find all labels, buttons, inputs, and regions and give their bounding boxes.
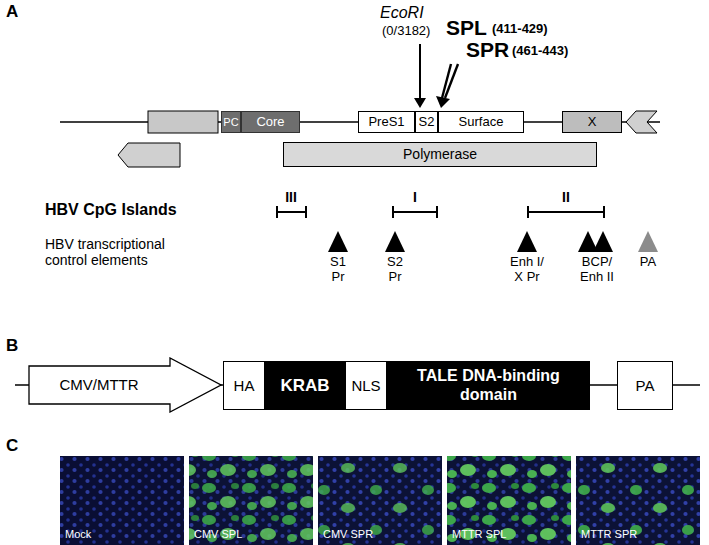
element-name: PA xyxy=(640,255,656,270)
site-name: EcoRI xyxy=(380,4,424,22)
tale-site-name: SPL xyxy=(446,16,487,40)
box-label: S2 xyxy=(419,115,435,130)
track-title: HBV CpG Islands xyxy=(45,201,177,219)
cpg-bracket xyxy=(528,206,604,218)
arrow-outline xyxy=(29,358,221,412)
micrograph xyxy=(60,456,184,545)
box-label: Polymerase xyxy=(403,146,477,162)
figure-part xyxy=(576,456,700,545)
orf-box: S2 xyxy=(415,111,438,133)
orf-chevron xyxy=(626,111,657,133)
tale-site-name: SPR xyxy=(466,38,509,62)
domain-box: KRAB xyxy=(265,361,345,410)
orf-box: Core xyxy=(241,111,300,133)
box-label: CMV/MTTR xyxy=(32,376,166,393)
orf-box: PC xyxy=(221,111,241,133)
box-label: NLS xyxy=(351,377,380,394)
box-label: X xyxy=(588,115,597,130)
site-position: (411-429) xyxy=(492,22,548,37)
island-number: III xyxy=(285,189,297,205)
element-name: S2 Pr xyxy=(382,255,408,285)
box-label: HA xyxy=(234,377,255,394)
figure-part xyxy=(576,456,700,545)
figure-part xyxy=(318,456,442,545)
panel-label: CMV SPR xyxy=(323,528,373,541)
domain-box: NLS xyxy=(345,361,387,410)
micrograph-panel: MTTR SPL xyxy=(447,456,571,545)
orf-chevron xyxy=(118,143,180,167)
box-label: TALE DNA-binding domain xyxy=(396,367,581,404)
site-position: (461-443) xyxy=(512,44,568,59)
arrow-head xyxy=(414,98,426,108)
track-title: HBV transcriptional control elements xyxy=(45,236,190,268)
figure-part xyxy=(189,456,313,545)
box-label: PA xyxy=(636,377,655,394)
element-name: BCP/ Enh II xyxy=(575,255,619,285)
micrograph xyxy=(576,456,700,545)
orf-box: X xyxy=(562,111,622,133)
domain-box: PA xyxy=(617,361,673,410)
figure-part xyxy=(189,456,313,545)
element-triangle xyxy=(385,231,405,252)
element-name: S1 Pr xyxy=(325,255,351,285)
micrograph xyxy=(189,456,313,545)
panel-label: MTTR SPR xyxy=(581,528,637,541)
island-number: II xyxy=(562,189,570,205)
arrow-head xyxy=(436,96,450,108)
figure-part xyxy=(447,456,571,545)
panel-letter: A xyxy=(6,2,18,22)
micrograph-panel: MTTR SPR xyxy=(576,456,700,545)
element-triangle xyxy=(638,231,658,252)
box-label: PC xyxy=(223,116,238,129)
figure-part xyxy=(447,456,571,545)
micrograph-panel: CMV SPR xyxy=(318,456,442,545)
box-label: PreS1 xyxy=(368,115,404,130)
figure-part xyxy=(447,456,571,545)
panel-label: Mock xyxy=(65,528,91,541)
element-triangle xyxy=(328,231,348,252)
orf-box: Surface xyxy=(438,111,524,133)
box-label: Core xyxy=(256,115,284,130)
island-number: I xyxy=(413,189,417,205)
orf-box: PreS1 xyxy=(358,111,415,133)
cpg-bracket xyxy=(277,206,306,218)
promoter-arrow: CMV/MTTR xyxy=(28,357,222,413)
element-triangle xyxy=(517,231,537,252)
site-position: (0/3182) xyxy=(382,24,430,39)
panel-label: MTTR SPL xyxy=(452,528,506,541)
figure-part xyxy=(60,456,184,545)
figure-part xyxy=(576,456,700,545)
box-label: KRAB xyxy=(280,376,329,396)
site-arrow xyxy=(445,64,458,98)
figure-part xyxy=(318,456,442,545)
cpg-bracket xyxy=(393,206,437,218)
micrograph xyxy=(447,456,571,545)
domain-box: HA xyxy=(223,361,265,410)
figure-part xyxy=(60,456,184,545)
box-label: Surface xyxy=(459,115,504,130)
grey-orf-box xyxy=(148,111,218,133)
element-triangle xyxy=(593,231,613,252)
element-name: Enh I/ X Pr xyxy=(506,255,548,285)
micrograph-panel: CMV SPL xyxy=(189,456,313,545)
micrograph-panel: Mock xyxy=(60,456,184,545)
panel-letter: B xyxy=(6,336,18,356)
orf-box: Polymerase xyxy=(283,142,597,167)
panel-label: CMV SPL xyxy=(194,528,242,541)
panel-letter: C xyxy=(6,436,18,456)
micrograph xyxy=(318,456,442,545)
figure-part xyxy=(318,456,442,545)
domain-box: TALE DNA-binding domain xyxy=(387,361,590,410)
site-arrow xyxy=(419,44,421,99)
figure-part xyxy=(189,456,313,545)
